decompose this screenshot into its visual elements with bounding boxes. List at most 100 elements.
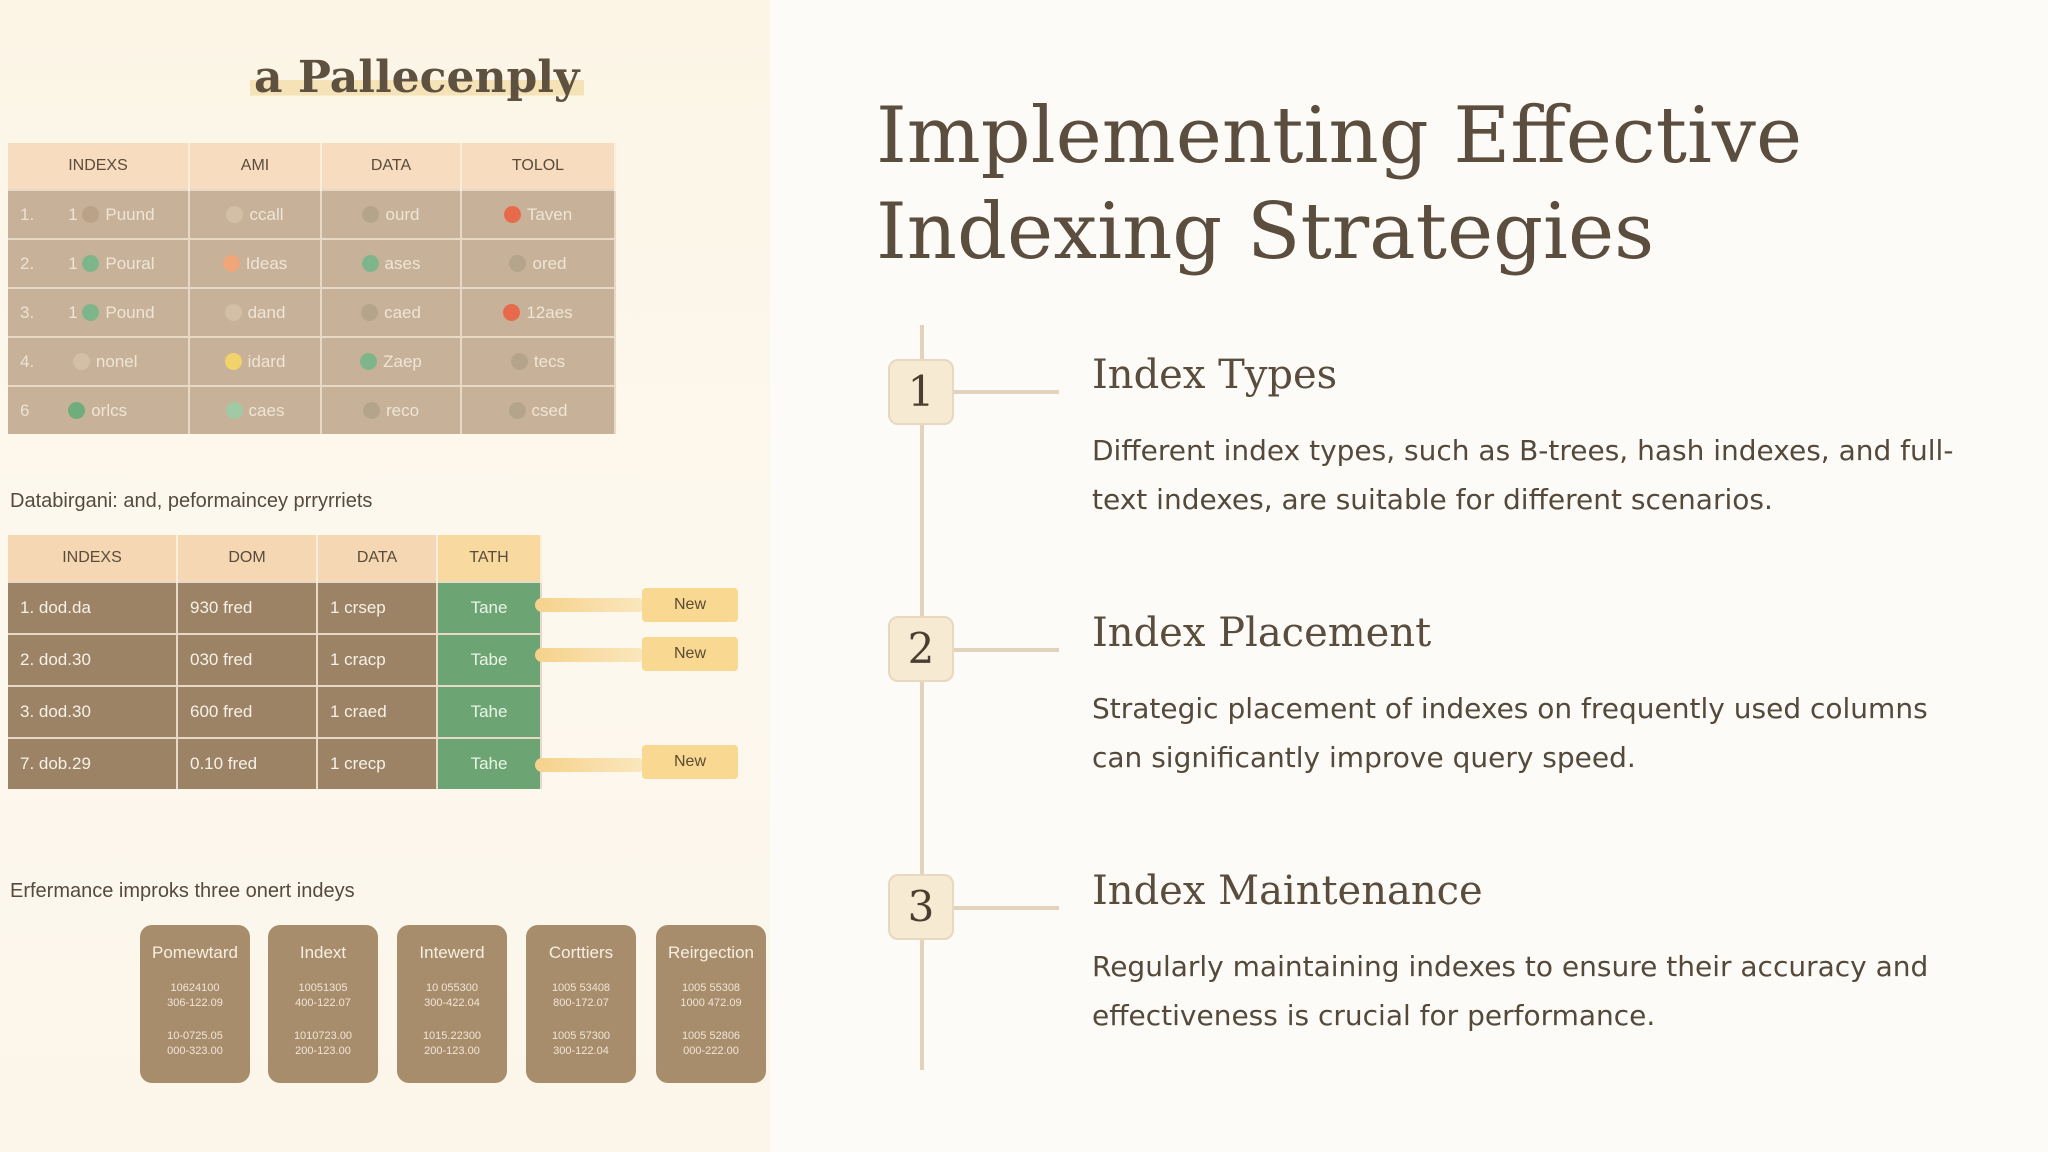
table2-tag-cell: Tane xyxy=(437,581,542,634)
status-dot-icon xyxy=(503,205,521,223)
connector-line xyxy=(535,648,645,662)
table1-cell: Ideas xyxy=(189,238,322,288)
step-2-title: Index Placement xyxy=(1092,610,1432,656)
status-dot-icon xyxy=(222,254,240,272)
status-dot-icon xyxy=(508,401,526,419)
table2-tag-cell: Tahe xyxy=(437,685,542,738)
table1-cell: csed xyxy=(461,385,616,434)
step-3-description: Regularly maintaining indexes to ensure … xyxy=(1092,950,1929,1032)
table1-cell: ccall xyxy=(189,189,322,239)
table1-header: DATA xyxy=(321,143,462,190)
table2-cell: 1 cracp xyxy=(317,633,438,686)
step-1-connector xyxy=(954,390,1059,394)
table1-cell: Zaep xyxy=(321,336,462,386)
connector-line xyxy=(535,758,645,772)
table1-cell: caes xyxy=(189,385,322,434)
metric-card-line: 1005 57300 xyxy=(551,1030,611,1042)
table2-cell: 600 fred xyxy=(177,685,318,738)
metric-card-line: 10-0725.05 xyxy=(167,1030,223,1042)
table2-header: INDEXS xyxy=(8,535,178,582)
table2-cell: 1 crsep xyxy=(317,581,438,634)
table1-cell: ases xyxy=(321,238,462,288)
metric-card-line: 1005 53408 xyxy=(551,982,611,994)
metric-card-line: 10624100 xyxy=(170,982,220,994)
status-dot-icon xyxy=(72,352,90,370)
table1-cell: 4. nonel xyxy=(8,336,190,386)
new-badge: New xyxy=(642,745,738,779)
table1-cell: ourd xyxy=(321,189,462,239)
step-1-number-badge: 1 xyxy=(888,359,954,425)
metric-card-title: Pomewtard xyxy=(152,943,238,962)
table1-cell: 3.1 Pound xyxy=(8,287,190,337)
table1-cell: dand xyxy=(189,287,322,337)
step-2-connector xyxy=(954,648,1059,652)
status-dot-icon xyxy=(224,352,242,370)
slide-title-line2: Indexing Strategies xyxy=(876,187,1655,277)
status-dot-icon xyxy=(82,254,100,272)
step-3-connector xyxy=(954,906,1059,910)
table2-cell: 2. dod.30 xyxy=(8,633,178,686)
status-dot-icon xyxy=(510,352,528,370)
metric-card-line: 1005 52806 xyxy=(681,1030,741,1042)
status-dot-icon xyxy=(361,254,379,272)
table1-header: INDEXS xyxy=(8,143,190,190)
illustration-panel: a Pallecenply INDEXS AMI DATA TOLOL 1.1 … xyxy=(0,0,770,1152)
table2-cell: 0.10 fred xyxy=(177,737,318,789)
metric-card-line: 400-122.07 xyxy=(295,997,351,1009)
table1-cell: caed xyxy=(321,287,462,337)
table2-cell: 1. dod.da xyxy=(8,581,178,634)
connector-line xyxy=(535,598,645,612)
metric-card-line: 000-222.00 xyxy=(683,1045,739,1057)
metric-card-line: 1005 55308 xyxy=(681,982,741,994)
status-dot-icon xyxy=(509,254,527,272)
status-dot-icon xyxy=(362,205,380,223)
table2-tag-cell: Tahe xyxy=(437,737,542,789)
metric-card-title: Intewerd xyxy=(419,943,485,962)
table1-cell: ored xyxy=(461,238,616,288)
table1-cell: 6 orlcs xyxy=(8,385,190,434)
table1-cell: tecs xyxy=(461,336,616,386)
step-3-number-badge: 3 xyxy=(888,874,954,940)
status-dot-icon xyxy=(362,401,380,419)
table2-header: TATH xyxy=(437,535,542,582)
status-dot-icon xyxy=(503,303,521,321)
table1-cell: 2.1 Poural xyxy=(8,238,190,288)
step-1-title: Index Types xyxy=(1092,352,1338,398)
new-badge: New xyxy=(642,637,738,671)
table1-cell: reco xyxy=(321,385,462,434)
status-dot-icon xyxy=(82,205,100,223)
table2-cell: 930 fred xyxy=(177,581,318,634)
status-dot-icon xyxy=(361,303,379,321)
table2-header: DATA xyxy=(317,535,438,582)
metric-card-line: 1015.22300 xyxy=(422,1030,482,1042)
table2-cell: 3. dod.30 xyxy=(8,685,178,738)
status-dot-icon xyxy=(360,352,378,370)
step-2-number-badge: 2 xyxy=(888,616,954,682)
table1-cell: Taven xyxy=(461,189,616,239)
cards-caption: Erfermance improks three onert indeys xyxy=(10,880,355,902)
step-1-description: Different index types, such as B-trees, … xyxy=(1092,434,1954,516)
table1-header: TOLOL xyxy=(461,143,616,190)
table2-header: DOM xyxy=(177,535,318,582)
table1-cell: idard xyxy=(189,336,322,386)
metric-card-line: 306-122.09 xyxy=(167,997,223,1009)
metric-card-line: 200-123.00 xyxy=(424,1045,480,1057)
timeline-line xyxy=(920,325,924,1070)
status-dot-icon xyxy=(82,303,100,321)
status-dot-icon xyxy=(226,205,244,223)
table2-cell: 030 fred xyxy=(177,633,318,686)
metric-card-line: 200-123.00 xyxy=(295,1045,351,1057)
illustration-title: a Pallecenply xyxy=(250,52,584,103)
